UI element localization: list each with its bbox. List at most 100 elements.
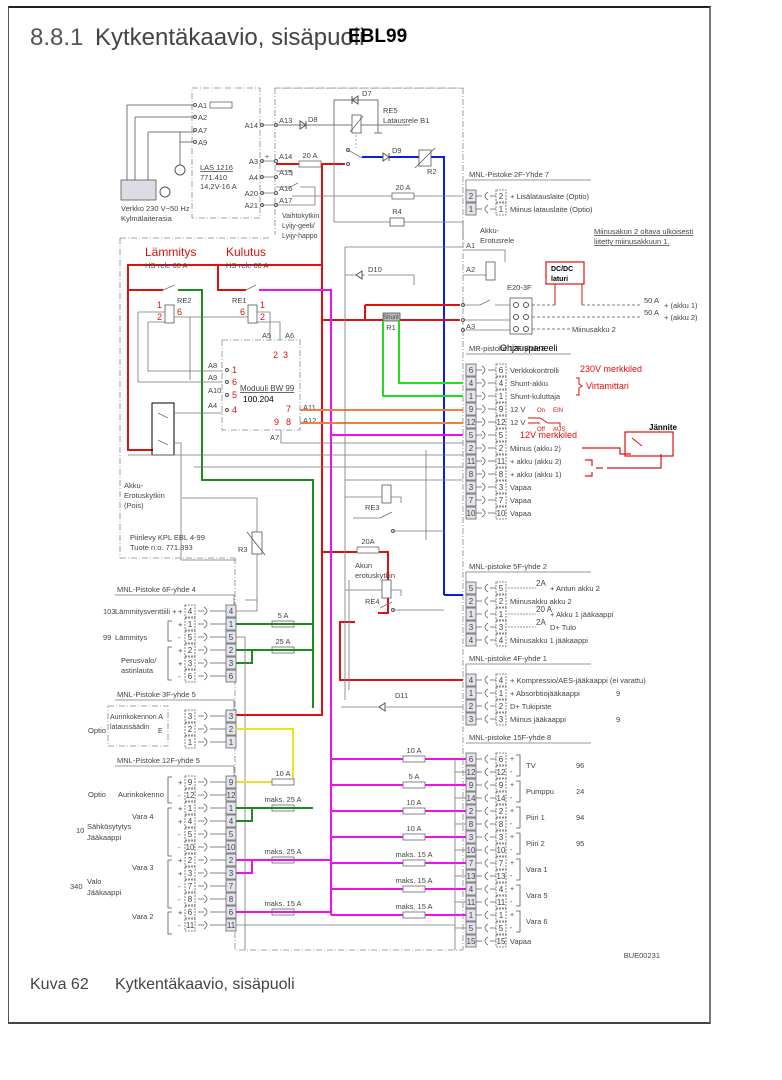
pin-number: 6 (469, 755, 474, 764)
mating-pin-box (184, 604, 196, 618)
switch-icon (379, 601, 393, 609)
switch-icon (463, 299, 491, 306)
polarity-sign: + (178, 620, 183, 629)
mating-pin-box (495, 778, 507, 792)
charger-pin (193, 128, 197, 132)
plug-icon (484, 596, 489, 606)
switch-off-label: Off (537, 427, 545, 433)
wire (391, 496, 402, 503)
switch-label: Lyijy-happo (282, 233, 318, 240)
pin-function: Miinusakku 1 jääkaappi (510, 636, 588, 645)
pin-function: 12 V (510, 418, 525, 427)
connector-title: MR-pistoke 12F-yhde3 (469, 344, 545, 353)
fuse-20a-label: 20 A (302, 151, 317, 160)
wire-yellow (236, 728, 294, 783)
plug-icon (484, 793, 489, 803)
pin-function: D+ Tukipiste (510, 702, 551, 711)
plug-icon (203, 737, 208, 747)
charger-pin-label: A3 (249, 157, 258, 166)
mating-pin-number: 1 (499, 610, 504, 619)
connector-title: MNL-Pistoke 6F-yhde 4 (117, 585, 196, 594)
shunt-label: Shunt (383, 315, 399, 321)
bracket-icon (516, 832, 521, 855)
mating-pin-number: 3 (188, 869, 193, 878)
battery-isolator-label: erotuskytkin (355, 571, 395, 580)
connector-title: MNL-pistoke 5F-yhde 2 (469, 562, 547, 571)
wire (391, 589, 402, 596)
pin-number: 4 (469, 885, 474, 894)
pin-number: 5 (469, 924, 474, 933)
pin-number: 2 (229, 646, 234, 655)
fuse-label: maks. 25 A (264, 795, 301, 804)
switch-icon (245, 284, 257, 291)
diode-d11-label: D11 (395, 691, 408, 700)
mating-pin-box (495, 402, 507, 416)
mating-pin-box (495, 869, 507, 883)
mating-pin-number: 3 (188, 712, 193, 721)
mating-pin-number: 6 (188, 672, 193, 681)
solar-controller-label: lataussäädin (110, 724, 149, 731)
device-number: 96 (576, 761, 584, 770)
mating-pin-box (495, 376, 507, 390)
contact (346, 162, 350, 166)
plug-icon (481, 508, 486, 518)
polarity-sign: - (510, 925, 513, 932)
charger-pin-label: A4 (249, 173, 258, 182)
load-name: Vara 1 (526, 865, 548, 874)
plug-icon (484, 845, 489, 855)
mains-label: Verkko 230 V~50 Hz (121, 204, 190, 213)
module-pin-number: 8 (286, 417, 291, 427)
plug-icon (203, 606, 208, 616)
plug-icon (484, 897, 489, 907)
module-pin-label: A6 (285, 331, 294, 340)
switch-icon (379, 511, 393, 519)
module-pin-number: 6 (232, 377, 237, 387)
plug-icon (484, 701, 489, 711)
mating-pin-box (495, 895, 507, 909)
switch-ein-label: EIN (553, 408, 563, 414)
module-pin (225, 408, 229, 412)
polarity-sign: + (510, 834, 514, 841)
polarity-sign: + (510, 860, 514, 867)
load-name: Vara 6 (526, 917, 548, 926)
load-name: Piiri 1 (526, 813, 545, 822)
mating-pin-box (495, 467, 507, 481)
wire (276, 170, 293, 176)
relay-re4-label: RE4 (365, 597, 380, 606)
minus-akku2-label: Miinusakku 2 (572, 325, 616, 334)
pin-number: 1 (469, 205, 474, 214)
mating-pin-number: 7 (499, 496, 504, 505)
pin-number: 3 (229, 659, 234, 668)
pin-number: 5 (229, 830, 234, 839)
plug-icon (481, 391, 486, 401)
pin-function: Vapaa (510, 509, 532, 518)
pin-number: 5 (229, 633, 234, 642)
charger-pin-label: A9 (198, 138, 207, 147)
mating-pin-number: 3 (499, 833, 504, 842)
module-pin (225, 380, 229, 384)
module-pin-number: 7 (286, 404, 291, 414)
mating-pin-box (495, 791, 507, 805)
plug-icon (484, 780, 489, 790)
module-pin-number: 9 (274, 417, 279, 427)
diode-d8-label: D8 (308, 115, 318, 124)
pin-number: 9 (229, 778, 234, 787)
wire (236, 600, 258, 612)
battery-switch-label: (Pois) (124, 501, 144, 510)
battery-relay-label: Akku- (480, 226, 500, 235)
mating-pin-box (495, 506, 507, 520)
pin-function: Vapaa (510, 496, 532, 505)
relay-pin-number: 1 (157, 300, 162, 310)
charger-pin (193, 140, 197, 144)
load-name: Sähkösytytys (87, 822, 131, 831)
mating-pin-box (495, 415, 507, 429)
plug-icon (481, 365, 486, 375)
pin-number: 1 (229, 738, 234, 747)
mating-pin-number: 5 (499, 584, 504, 593)
solar-controller-label: Aurinkokennon A (110, 714, 163, 721)
fuse-label: maks. 15 A (264, 899, 301, 908)
led-230v-label: 230V merkkiled (580, 364, 642, 374)
pin-number: 2 (469, 597, 474, 606)
relay-re3-label: RE3 (365, 503, 380, 512)
